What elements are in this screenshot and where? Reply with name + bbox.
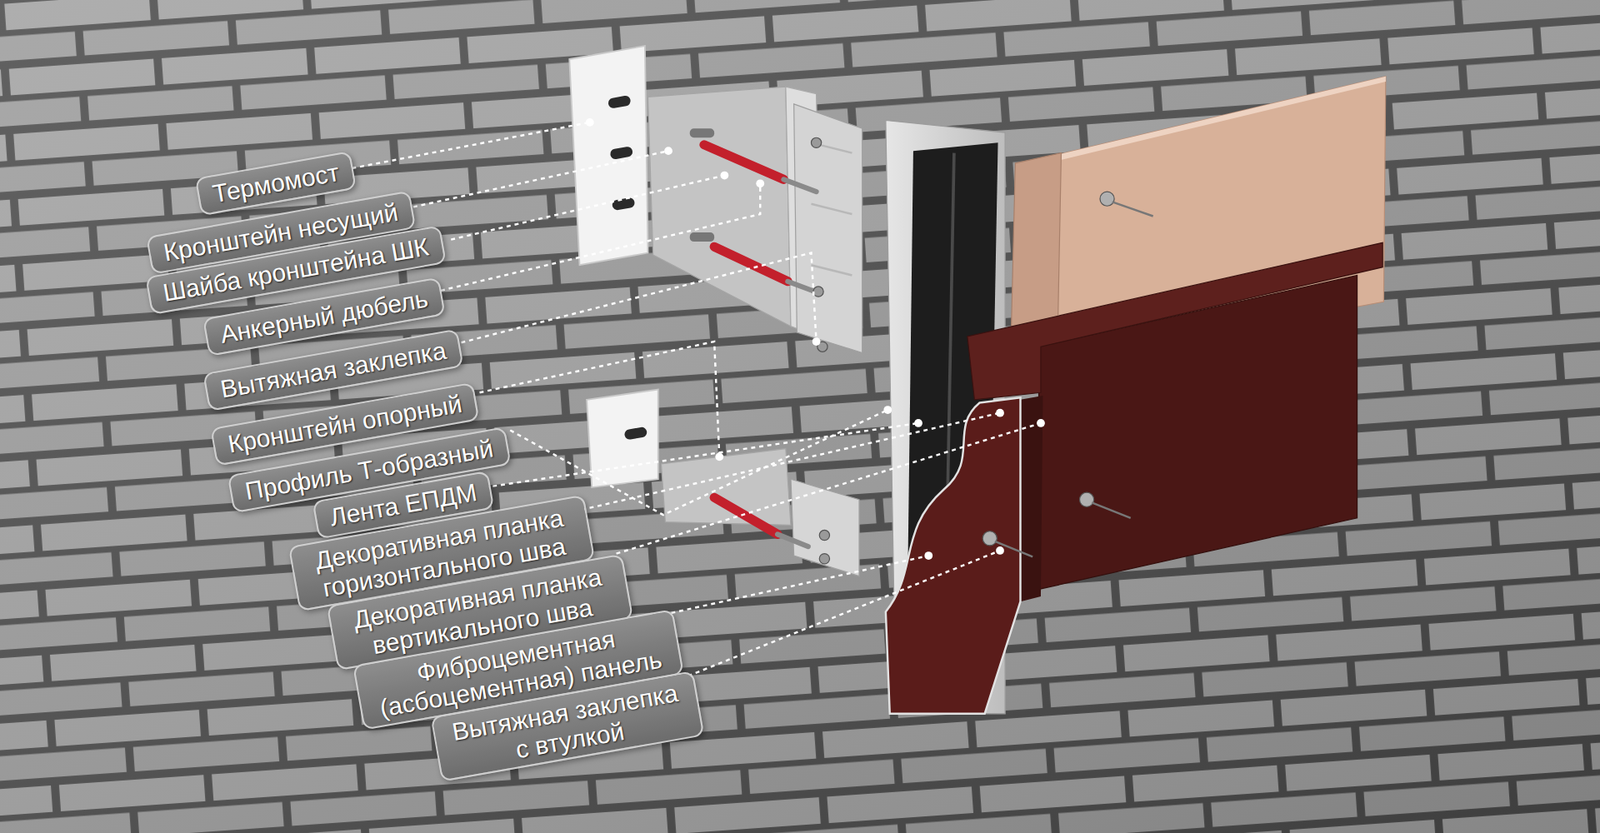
leader-line: [413, 150, 669, 207]
rivet-pin: [1112, 201, 1154, 216]
leader-dot: [995, 409, 1005, 418]
leader-line: [663, 555, 929, 615]
leader-dot: [914, 419, 923, 428]
leader-dot: [1036, 419, 1045, 428]
leader-line: [351, 122, 590, 169]
anchor-screw: [777, 534, 809, 547]
texture: [810, 265, 852, 275]
leader-dot: [995, 546, 1005, 555]
bracket-plate: [648, 86, 791, 327]
anchor-screw: [783, 179, 816, 192]
thermal-pad: [586, 390, 659, 489]
rivet: [810, 137, 821, 148]
anchor-dowel: [714, 246, 788, 282]
leader-dots: [585, 118, 1045, 560]
slot: [611, 196, 636, 211]
leader-dot: [585, 118, 595, 127]
slot: [609, 145, 634, 160]
cut-panel: [885, 397, 1021, 714]
panels: [885, 76, 1386, 715]
lower-bracket: [586, 390, 860, 577]
leader-line: [460, 253, 816, 344]
thermal-pad: [569, 45, 648, 265]
leader-line: [485, 423, 919, 488]
slot: [690, 232, 715, 242]
rivet-pin: [1091, 502, 1131, 518]
bracket-leg: [794, 104, 863, 354]
anchor-dowel: [714, 497, 778, 535]
leader-dot: [715, 452, 724, 461]
rivet: [819, 530, 830, 540]
texture: [810, 204, 852, 215]
rivet: [1080, 492, 1095, 507]
slot: [624, 426, 649, 441]
leader-line: [616, 423, 1041, 555]
leader-line: [450, 175, 725, 240]
leader-line: [665, 550, 1000, 686]
leader-dot: [812, 337, 821, 346]
rivet-pin: [995, 541, 1033, 557]
rivet: [982, 531, 997, 546]
rivet: [813, 286, 824, 297]
slot: [690, 128, 715, 138]
horizontal-plank: [967, 242, 1383, 400]
leader-dot: [720, 171, 729, 180]
leader-line: [440, 183, 760, 291]
slot: [607, 95, 632, 110]
leader-dot: [664, 146, 673, 155]
callout-text: Термомост: [210, 158, 342, 209]
leader-line: [581, 413, 1000, 510]
leader-dot: [755, 179, 765, 188]
anchor-dowel: [704, 145, 785, 180]
leader-dot: [883, 405, 892, 415]
leader-dot: [924, 551, 933, 560]
leader-line: [480, 341, 720, 457]
panel-edge: [1055, 76, 1386, 162]
upper-bracket: [569, 45, 862, 353]
bracket-leg: [790, 479, 860, 576]
rivet: [819, 554, 830, 565]
rivet: [1100, 191, 1115, 206]
